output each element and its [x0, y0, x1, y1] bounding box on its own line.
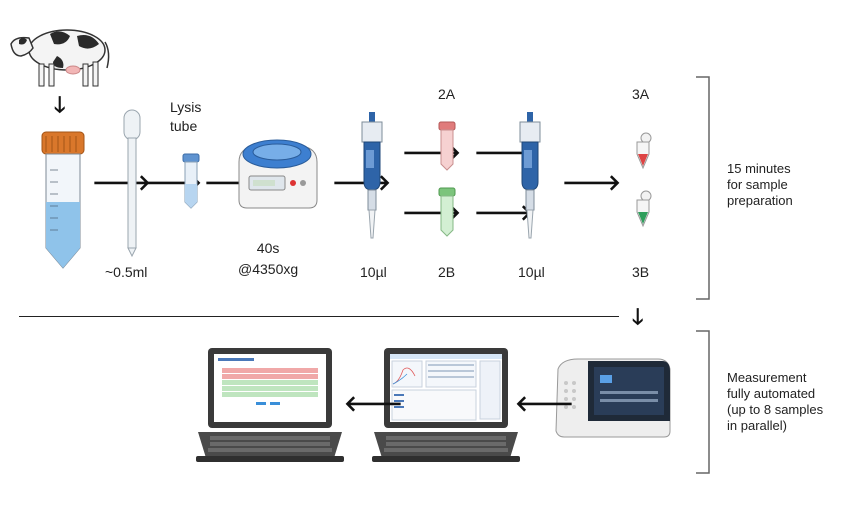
- bracket-prep: [696, 76, 710, 300]
- tube-3b-label: 3B: [632, 264, 650, 280]
- tube-3a-label: 3A: [632, 86, 650, 102]
- arrow-right-7: 🡒: [562, 170, 621, 195]
- prep-time-note: 15 minutes for sample preparation: [727, 161, 793, 208]
- laptop-icon-analysis: [372, 348, 520, 462]
- bracket-measurement: [696, 330, 710, 474]
- pcr-instrument-icon: [555, 358, 671, 438]
- tube-2b-icon: [438, 187, 456, 237]
- arrow-left-1: 🡐: [515, 391, 574, 416]
- centrifuge-setting-label: 40s @4350xg: [238, 240, 299, 277]
- arrow-left-2: 🡐: [344, 391, 403, 416]
- tube-2b-label: 2B: [438, 264, 456, 280]
- micropipette-icon-2: [519, 112, 541, 239]
- arrow-down-2: 🡓: [632, 304, 644, 329]
- tube-2a-label: 2A: [438, 86, 456, 102]
- arrow-down-1: 🡓: [54, 92, 66, 117]
- cow-icon: [10, 29, 110, 87]
- measurement-note: Measurement fully automated (up to 8 sam…: [727, 370, 824, 433]
- transfer-pipette-icon: [123, 109, 141, 258]
- pipette-volume-label: ~0.5ml: [105, 264, 148, 280]
- pipette2-volume-label: 10µl: [518, 264, 545, 280]
- tube-3a-icon: [636, 132, 652, 170]
- centrifuge-icon: [238, 139, 318, 209]
- sample-tube-icon: [41, 131, 85, 269]
- laptop-icon-results: [196, 348, 344, 462]
- micropipette-icon: [361, 112, 383, 239]
- arrow-right-6a: 🡒: [474, 140, 533, 165]
- arrow-right-6b: 🡒: [474, 200, 533, 225]
- pipette1-volume-label: 10µl: [360, 264, 387, 280]
- lysis-tube-label: Lysis tube: [170, 99, 202, 134]
- tube-2a-icon: [438, 121, 456, 171]
- tube-3b-icon: [636, 190, 652, 228]
- section-divider: [19, 316, 619, 317]
- lysis-tube-icon: [182, 153, 200, 209]
